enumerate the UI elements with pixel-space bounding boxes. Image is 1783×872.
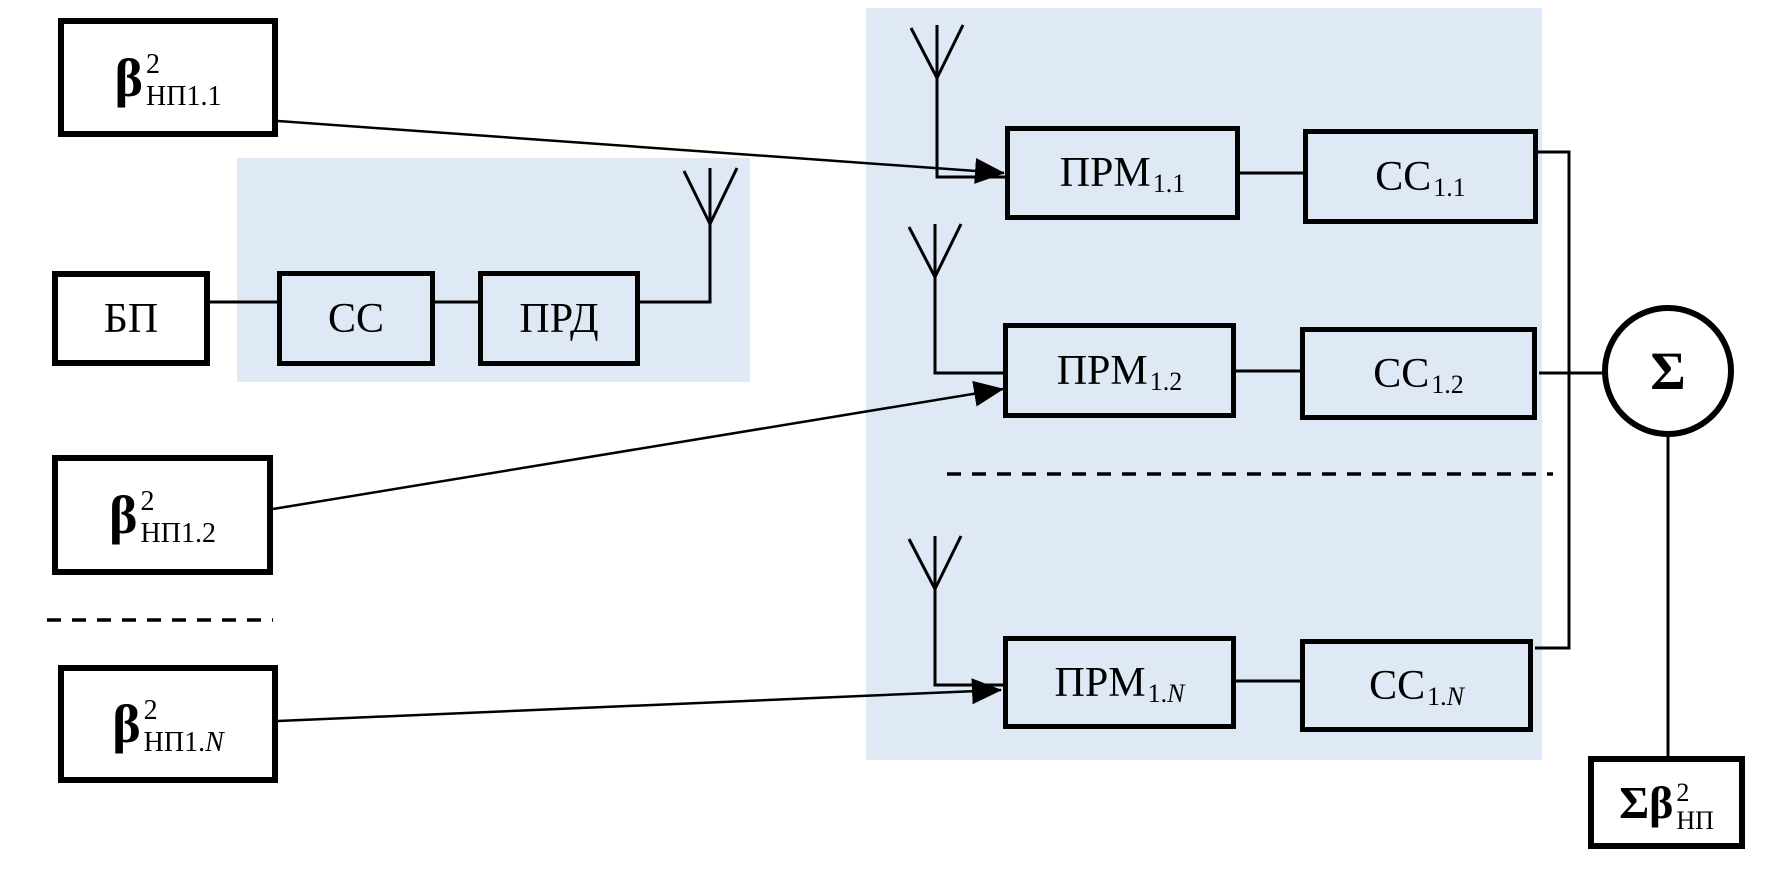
beta-subscript-n: N bbox=[205, 727, 224, 758]
prd-label: ПРД bbox=[519, 295, 599, 342]
cc-tx-box: СС bbox=[277, 271, 435, 366]
beta-subscript: НП1.2 bbox=[140, 518, 216, 549]
prm1n-label: ПРМ bbox=[1054, 659, 1146, 706]
prm12-subscript: 1.2 bbox=[1149, 366, 1183, 396]
cc12-subscript: 1.2 bbox=[1431, 369, 1464, 399]
prm1n-subscript: 1.N bbox=[1147, 678, 1185, 708]
cc11-label: СС bbox=[1375, 153, 1432, 200]
sigma-symbol: Σ bbox=[1650, 341, 1686, 401]
receiver-antenna-1-icon bbox=[909, 24, 1005, 179]
cc12-label: СС bbox=[1373, 350, 1430, 397]
beta-subscript-prefix: НП1. bbox=[143, 727, 206, 758]
sum-beta-symbol: Σβ bbox=[1619, 776, 1674, 828]
beta-exponent: 2 bbox=[140, 486, 155, 517]
bp-label: БП bbox=[103, 295, 159, 342]
cc-tx-label: СС bbox=[327, 295, 385, 342]
transmitter-antenna-icon bbox=[640, 167, 739, 304]
beta-symbol: β bbox=[109, 485, 138, 545]
prd-box: ПРД bbox=[478, 271, 640, 366]
sum-beta-subscript: НП bbox=[1676, 805, 1714, 835]
prm11-subscript: 1.1 bbox=[1152, 169, 1186, 198]
cc1n-subscript: 1.N bbox=[1427, 681, 1464, 711]
beta-subscript: НП1.N bbox=[144, 729, 224, 757]
cc11-subscript: 1.1 bbox=[1433, 172, 1466, 202]
bp-box: БП bbox=[52, 271, 210, 366]
prm1n-subscript-prefix: 1. bbox=[1147, 678, 1168, 708]
beta-symbol: β bbox=[112, 694, 141, 754]
prm11-label: ПРМ bbox=[1059, 150, 1151, 196]
beta-symbol: β bbox=[114, 47, 143, 108]
prm1n-subscript-n: N bbox=[1167, 678, 1185, 708]
cc1n-subscript-n: N bbox=[1446, 681, 1464, 711]
summator-node: Σ bbox=[1605, 308, 1731, 434]
beta-exponent: 2 bbox=[143, 695, 158, 726]
beta-subscript: НП1.1 bbox=[146, 80, 222, 112]
beta-exponent: 2 bbox=[146, 48, 160, 80]
receiver-antenna-3-icon bbox=[907, 535, 1003, 687]
summation-bus bbox=[1535, 150, 1571, 650]
beta11-to-prm11-arrow bbox=[277, 119, 1005, 184]
beta1n-to-prm1n-arrow bbox=[277, 678, 1002, 723]
cc1n-subscript-prefix: 1. bbox=[1427, 681, 1447, 711]
prm12-label: ПРМ bbox=[1056, 347, 1148, 394]
cc1n-label: СС bbox=[1369, 662, 1426, 709]
sum-beta-exponent: 2 bbox=[1676, 777, 1690, 807]
receiver-antenna-2-icon bbox=[907, 223, 1003, 375]
beta12-to-prm12-arrow bbox=[272, 380, 1004, 511]
